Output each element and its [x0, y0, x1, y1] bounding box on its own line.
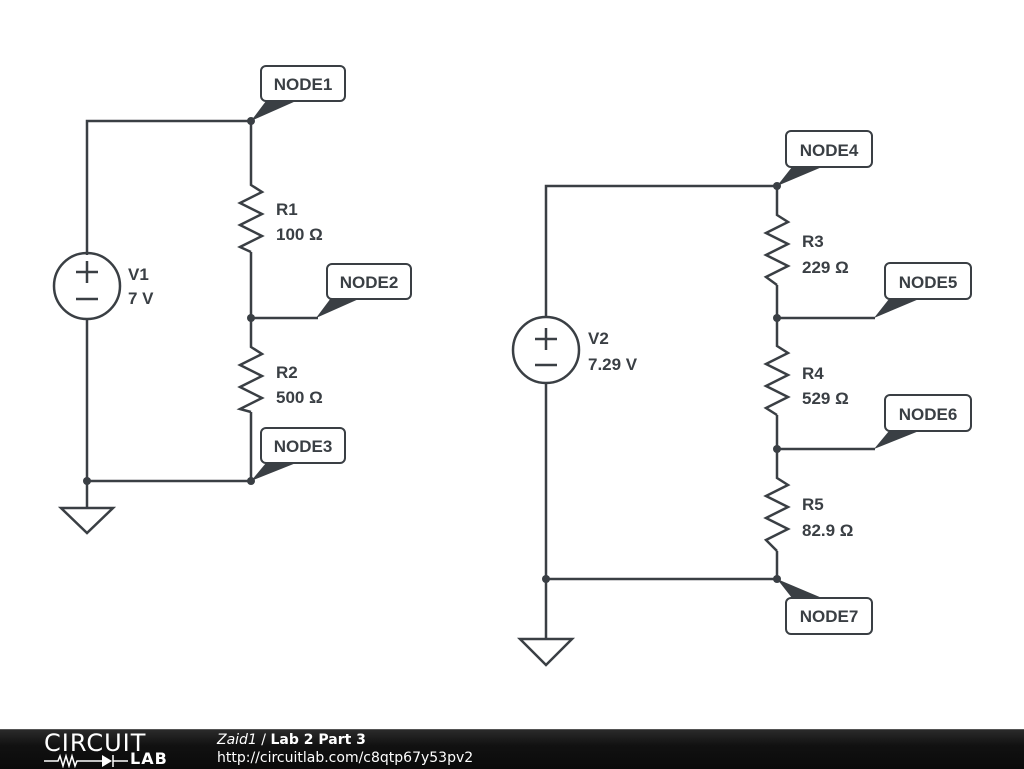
r4-value-label: 529 Ω — [802, 389, 849, 408]
wire — [544, 184, 779, 318]
svg-text:NODE3: NODE3 — [274, 437, 333, 456]
node-label-node1[interactable]: NODE1 — [251, 65, 346, 121]
r3-value-label: 229 Ω — [802, 258, 849, 277]
r4-name-label: R4 — [802, 364, 824, 383]
circuit-info: Zaid1 / Lab 2 Part 3 — [217, 732, 366, 748]
r1-name-label: R1 — [276, 200, 298, 219]
junction-dot — [542, 575, 550, 583]
circuitlab-logo-lab: LAB — [130, 749, 168, 768]
svg-text:NODE6: NODE6 — [899, 405, 958, 424]
node-label-node6[interactable]: NODE6 — [874, 394, 972, 449]
r5-name-label: R5 — [802, 495, 824, 514]
svg-text:NODE2: NODE2 — [340, 273, 399, 292]
v1-name-label: V1 — [128, 265, 149, 284]
junction-dot — [247, 314, 255, 322]
wire — [85, 119, 253, 255]
resistor-r4-symbol[interactable] — [763, 343, 791, 417]
v2-name-label: V2 — [588, 329, 609, 348]
r3-name-label: R3 — [802, 232, 824, 251]
separator: / — [256, 732, 271, 748]
v1-value-label: 7 V — [128, 289, 154, 308]
r2-name-label: R2 — [276, 363, 298, 382]
circuit-2: R3 229 Ω R4 529 Ω R5 82.9 Ω V2 7.29 V NO… — [511, 130, 972, 667]
r2-value-label: 500 Ω — [276, 388, 323, 407]
svg-text:NODE7: NODE7 — [800, 607, 859, 626]
resistor-r5-symbol[interactable] — [763, 476, 791, 552]
circuitlab-logo-text[interactable]: CIRCUIT — [44, 729, 147, 757]
circuit-title[interactable]: Lab 2 Part 3 — [270, 732, 366, 748]
node-label-node7[interactable]: NODE7 — [777, 579, 873, 635]
junction-dot — [773, 445, 781, 453]
wire — [544, 383, 779, 581]
ground-icon — [57, 506, 117, 535]
ground-icon — [516, 637, 576, 667]
schematic-canvas: R1 100 Ω R2 500 Ω V1 7 V NODE1 NODE2 NOD… — [52, 65, 972, 667]
resistor-diode-logo-icon — [44, 753, 128, 768]
resistor-r2-symbol[interactable] — [236, 345, 265, 414]
circuit-url[interactable]: http://circuitlab.com/c8qtp67y53pv2 — [217, 750, 474, 766]
wire — [85, 318, 253, 483]
r5-value-label: 82.9 Ω — [802, 521, 853, 540]
junction-dot — [83, 477, 91, 485]
svg-text:NODE5: NODE5 — [899, 273, 958, 292]
svg-text:NODE4: NODE4 — [800, 141, 859, 160]
node-label-node3[interactable]: NODE3 — [251, 427, 346, 481]
node-label-node5[interactable]: NODE5 — [874, 262, 972, 318]
r1-value-label: 100 Ω — [276, 225, 323, 244]
circuit-1: R1 100 Ω R2 500 Ω V1 7 V NODE1 NODE2 NOD… — [52, 65, 412, 535]
voltage-source-v1-symbol[interactable] — [52, 251, 122, 321]
resistor-r1-symbol[interactable] — [237, 180, 265, 254]
author-link[interactable]: Zaid1 — [217, 732, 257, 748]
node-label-node2[interactable]: NODE2 — [316, 263, 412, 318]
footer-bar: CIRCUIT LAB Zaid1 / Lab 2 Part 3 http://… — [0, 729, 1024, 769]
node-label-node4[interactable]: NODE4 — [777, 130, 873, 186]
junction-dot — [773, 314, 781, 322]
v2-value-label: 7.29 V — [588, 355, 638, 374]
svg-text:NODE1: NODE1 — [274, 75, 333, 94]
voltage-source-v2-symbol[interactable] — [511, 315, 581, 385]
resistor-r3-symbol[interactable] — [763, 213, 791, 287]
